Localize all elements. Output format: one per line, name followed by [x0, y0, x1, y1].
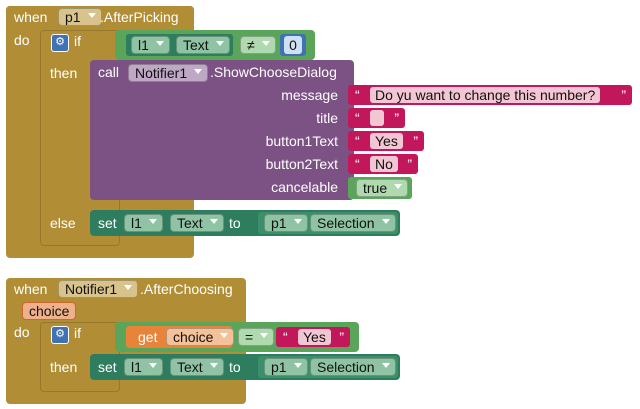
chevron-down-icon	[381, 219, 390, 224]
chevron-down-icon	[87, 13, 96, 18]
then-keyword: then	[50, 359, 78, 375]
text-block-title[interactable]: “ ”	[348, 108, 405, 128]
mutator-gear-icon[interactable]: ⚙	[51, 34, 69, 52]
text-value-title[interactable]	[370, 110, 384, 126]
chevron-down-icon	[155, 41, 164, 46]
component-dropdown-notifier1[interactable]: Notifier1	[58, 280, 139, 298]
event-name: .AfterPicking	[100, 9, 179, 25]
when-keyword: when	[14, 9, 48, 25]
set-keyword: set	[98, 359, 117, 375]
component-dropdown-p1[interactable]: p1	[264, 214, 308, 232]
call-keyword: call	[98, 64, 120, 80]
arg-label-button2text: button2Text	[265, 156, 338, 172]
chevron-down-icon	[381, 363, 390, 368]
arg-label-message: message	[281, 87, 338, 103]
chevron-down-icon	[124, 285, 133, 290]
chevron-down-icon	[261, 41, 270, 46]
event-name: .AfterChoosing	[140, 281, 233, 297]
do-keyword: do	[14, 324, 30, 340]
chevron-down-icon	[148, 363, 157, 368]
number-value[interactable]: 0	[284, 36, 302, 54]
component-dropdown-notifier1[interactable]: Notifier1	[128, 64, 209, 82]
if-keyword: if	[74, 325, 81, 341]
operator-dropdown[interactable]: ≠	[240, 36, 276, 54]
chevron-down-icon	[148, 219, 157, 224]
when-keyword: when	[14, 281, 48, 297]
property-dropdown-selection[interactable]: Selection	[310, 214, 396, 232]
text-block-yes[interactable]: “ Yes ”	[276, 327, 350, 347]
text-block-button1[interactable]: “ Yes ”	[348, 131, 424, 151]
chevron-down-icon	[260, 333, 269, 338]
quote-open: “	[355, 156, 360, 172]
property-dropdown-text[interactable]: Text	[170, 358, 224, 376]
else-keyword: else	[50, 215, 76, 231]
mutator-gear-icon[interactable]: ⚙	[51, 326, 69, 344]
if-keyword: if	[74, 33, 81, 49]
quote-open: “	[355, 87, 360, 103]
chevron-down-icon	[209, 363, 218, 368]
variable-dropdown-choice[interactable]: choice	[166, 328, 235, 346]
set-keyword: set	[98, 215, 117, 231]
method-name: .ShowChooseDialog	[210, 64, 337, 80]
arg-label-title: title	[316, 110, 338, 126]
property-dropdown-selection[interactable]: Selection	[310, 358, 396, 376]
quote-close: ”	[339, 329, 344, 345]
operator-dropdown[interactable]: =	[238, 328, 275, 346]
text-value-button1[interactable]: Yes	[370, 133, 403, 149]
quote-open: “	[355, 110, 360, 126]
chevron-down-icon	[194, 69, 203, 74]
text-block-message[interactable]: “ Do yu want to change this number? ”	[348, 85, 632, 105]
text-block-button2[interactable]: “ No ”	[348, 154, 418, 174]
chevron-down-icon	[293, 363, 302, 368]
component-dropdown-p1[interactable]: p1	[264, 358, 308, 376]
call-block-show-choose-dialog[interactable]	[90, 60, 354, 200]
then-keyword: then	[50, 65, 78, 81]
quote-close: ”	[621, 87, 626, 103]
quote-close: ”	[407, 156, 412, 172]
quote-open: “	[355, 133, 360, 149]
quote-close: ”	[394, 110, 399, 126]
chevron-down-icon	[209, 219, 218, 224]
component-dropdown-l1[interactable]: l1	[124, 358, 163, 376]
component-dropdown-p1[interactable]: p1	[58, 8, 102, 26]
do-keyword: do	[14, 32, 30, 48]
to-keyword: to	[229, 215, 241, 231]
quote-close: ”	[413, 133, 418, 149]
text-value-message[interactable]: Do yu want to change this number?	[370, 87, 601, 103]
to-keyword: to	[229, 359, 241, 375]
get-keyword: get	[138, 329, 158, 345]
arg-label-button1text: button1Text	[265, 133, 338, 149]
boolean-dropdown[interactable]: true	[356, 179, 409, 197]
property-dropdown-text[interactable]: Text	[176, 36, 230, 54]
component-dropdown-l1[interactable]: l1	[131, 36, 170, 54]
quote-open: “	[283, 329, 288, 345]
event-parameter-choice[interactable]: choice	[22, 302, 77, 320]
text-value-yes[interactable]: Yes	[298, 329, 331, 345]
chevron-down-icon	[215, 41, 224, 46]
chevron-down-icon	[293, 219, 302, 224]
text-value-button2[interactable]: No	[370, 156, 398, 172]
chevron-down-icon	[394, 184, 403, 189]
chevron-down-icon	[220, 333, 229, 338]
property-dropdown-text[interactable]: Text	[170, 214, 224, 232]
arg-label-cancelable: cancelable	[271, 179, 338, 195]
component-dropdown-l1[interactable]: l1	[124, 214, 163, 232]
